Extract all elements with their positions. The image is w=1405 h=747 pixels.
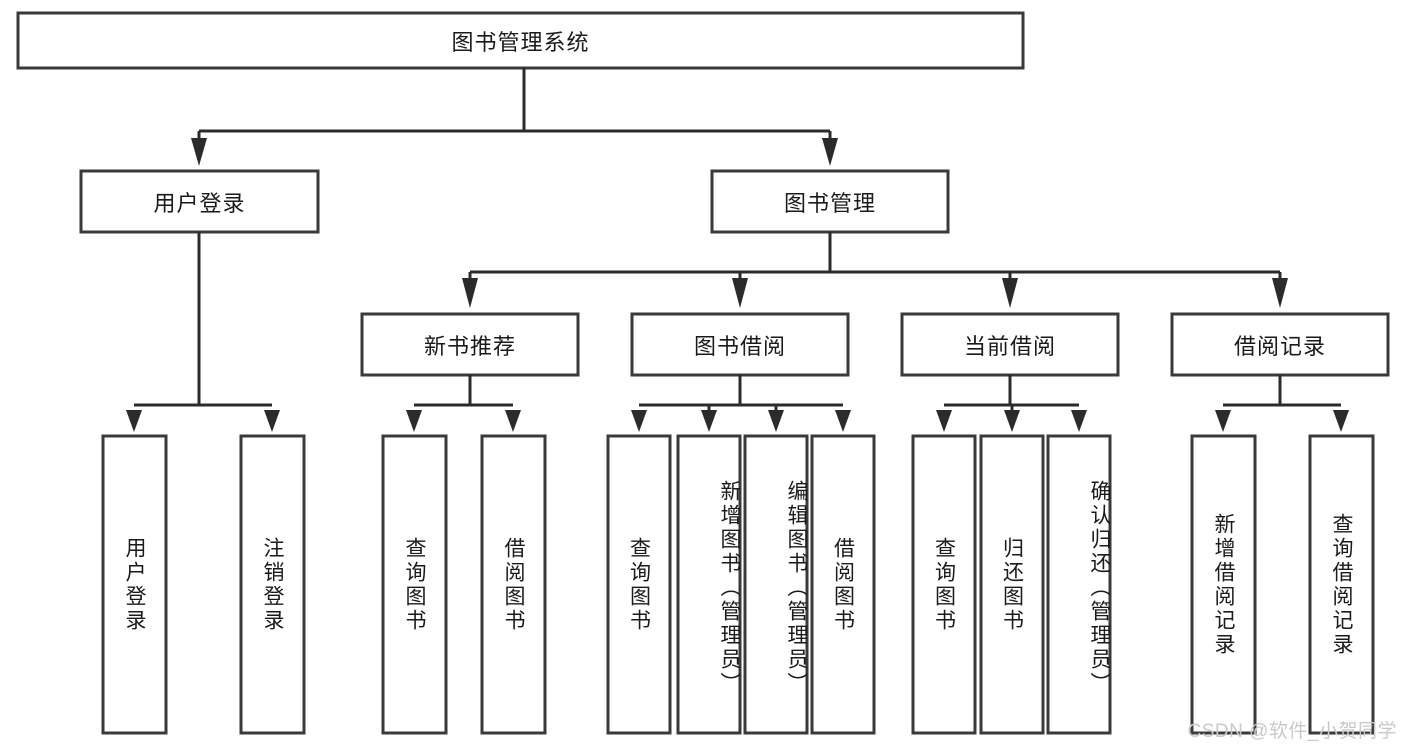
- node-box-leaf-query-record[interactable]: [1308, 434, 1375, 735]
- arrow-to-leaf-query-book-2: [631, 410, 647, 432]
- arrow-to-leaf-query-book-1: [406, 410, 422, 432]
- arrow-to-leaf-borrow-book-2: [835, 410, 851, 432]
- node-box-current-borrow[interactable]: [900, 312, 1120, 377]
- arrow-to-book-manage: [822, 138, 838, 166]
- node-box-new-book-recommend[interactable]: [360, 312, 580, 377]
- arrow-to-new-book-recommend: [462, 278, 478, 308]
- node-box-leaf-return-book[interactable]: [979, 434, 1045, 735]
- node-box-book-manage[interactable]: [710, 169, 950, 234]
- arrow-to-leaf-logout: [264, 410, 280, 432]
- node-box-leaf-user-login[interactable]: [101, 434, 168, 735]
- arrow-to-borrow-record: [1272, 278, 1288, 308]
- node-box-leaf-edit-book[interactable]: [743, 434, 809, 735]
- node-box-book-borrow[interactable]: [630, 312, 850, 377]
- node-box-leaf-add-book[interactable]: [676, 434, 742, 735]
- node-box-leaf-confirm-return[interactable]: [1046, 434, 1112, 735]
- arrow-to-leaf-add-record: [1215, 410, 1231, 432]
- arrow-to-user-login: [191, 138, 207, 166]
- arrow-to-leaf-add-book: [701, 410, 717, 432]
- node-box-leaf-query-book-3[interactable]: [911, 434, 977, 735]
- node-box-leaf-logout[interactable]: [239, 434, 306, 735]
- arrow-to-current-borrow: [1002, 278, 1018, 308]
- arrow-to-leaf-user-login: [126, 410, 142, 432]
- node-box-user-login[interactable]: [79, 169, 320, 234]
- node-box-borrow-record[interactable]: [1170, 312, 1390, 377]
- node-box-leaf-query-book-2[interactable]: [606, 434, 672, 735]
- arrow-to-leaf-return-book: [1004, 410, 1020, 432]
- node-box-leaf-borrow-book-2[interactable]: [810, 434, 876, 735]
- node-box-leaf-query-book-1[interactable]: [381, 434, 448, 735]
- arrow-to-book-borrow: [732, 278, 748, 308]
- arrow-to-leaf-query-book-3: [936, 410, 952, 432]
- arrow-to-leaf-confirm-return: [1071, 410, 1087, 432]
- node-box-leaf-borrow-book-1[interactable]: [480, 434, 547, 735]
- node-box-root[interactable]: [16, 11, 1025, 70]
- arrow-to-leaf-query-record: [1333, 410, 1349, 432]
- arrow-to-leaf-borrow-book-1: [505, 410, 521, 432]
- node-box-leaf-add-record[interactable]: [1190, 434, 1257, 735]
- arrow-to-leaf-edit-book: [768, 410, 784, 432]
